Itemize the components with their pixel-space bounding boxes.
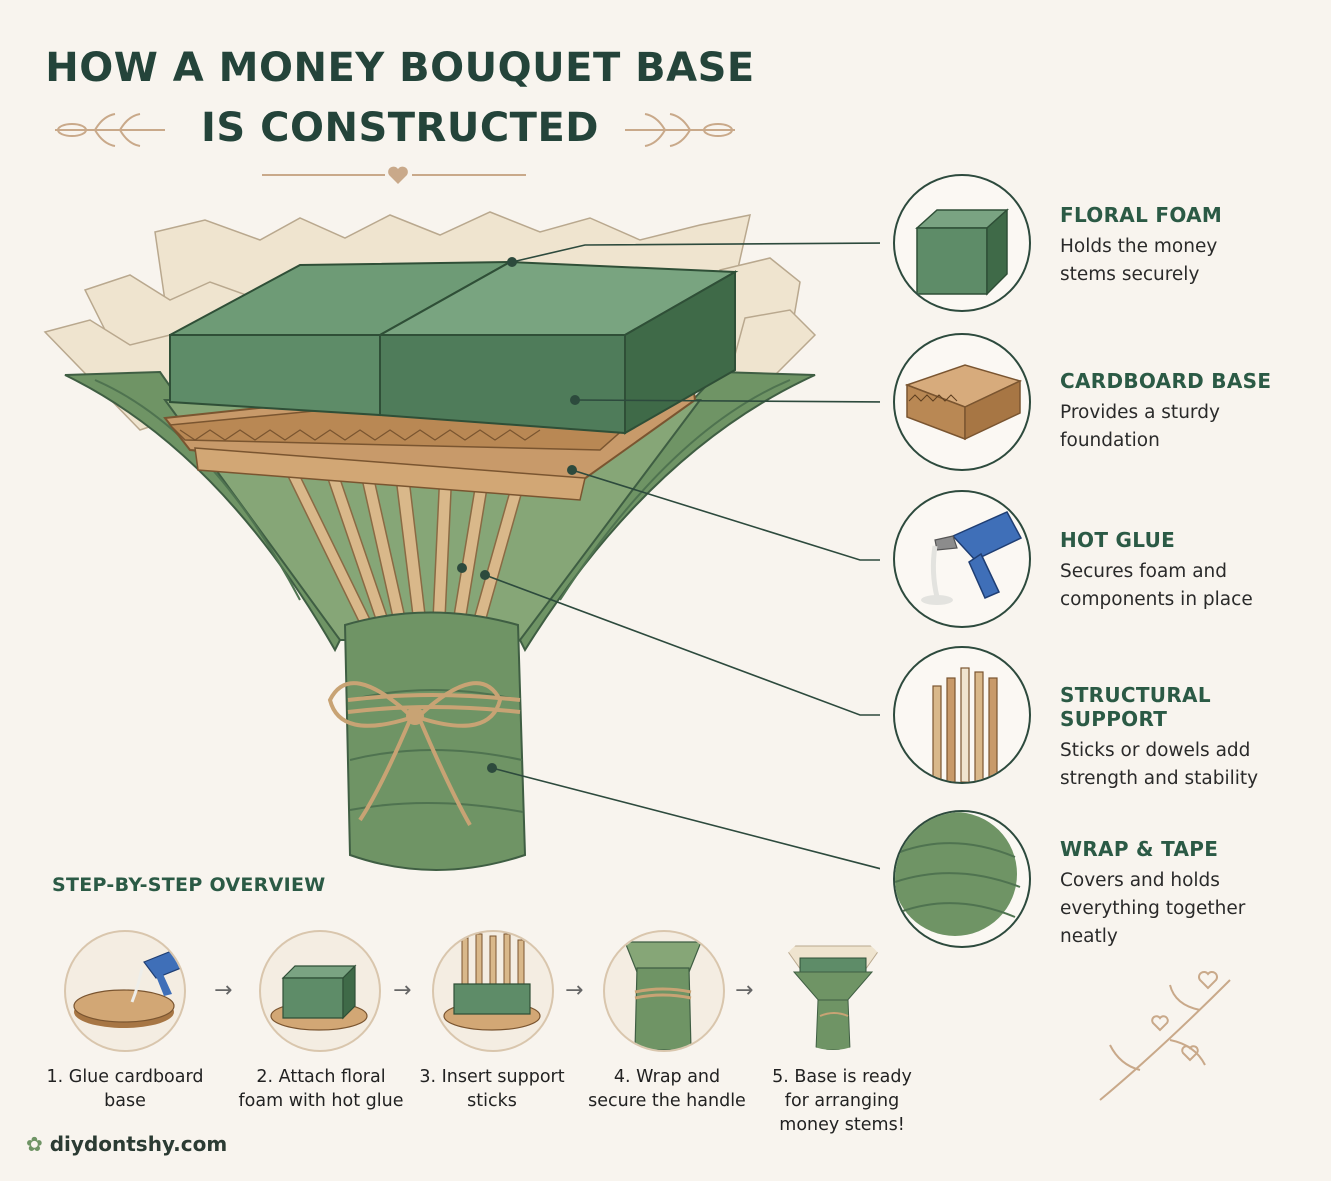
callout-description: Holds the money stems securely: [1060, 236, 1218, 285]
callout-heading: CARDBOARD BASE: [1060, 369, 1272, 393]
wrap-tape-circle: [893, 810, 1031, 948]
leaf-icon: ✿: [26, 1132, 43, 1156]
finished-base-icon: [783, 945, 883, 1050]
step-arrow-4: →: [735, 978, 754, 1003]
step-3-image: [432, 930, 554, 1052]
glue-gun-icon: [921, 511, 1023, 605]
callout-leader-lines: [484, 242, 880, 870]
bouquet-illustration: [43, 211, 880, 871]
cardboard-base-circle: [893, 333, 1031, 471]
floral-foam-blocks: [169, 260, 739, 435]
hot-glue-circle: [893, 490, 1031, 628]
wrap-handle-icon: [624, 941, 702, 1050]
steps-title: STEP-BY-STEP OVERVIEW: [52, 874, 326, 896]
site-url[interactable]: diydontshy.com: [49, 1132, 228, 1156]
structural-support-circle: [893, 646, 1031, 784]
callout-structural-support: STRUCTURAL SUPPORT Sticks or dowels add …: [1060, 683, 1320, 793]
title-line-1: HOW A MONEY BOUQUET BASE: [45, 45, 755, 91]
callout-heading: WRAP & TAPE: [1060, 837, 1219, 861]
step-arrow-1: →: [214, 978, 233, 1003]
callout-hot-glue: HOT GLUE Secures foam and components in …: [1060, 528, 1320, 614]
title-line-2: IS CONSTRUCTED: [201, 105, 599, 151]
foam-block-icon: [915, 208, 1009, 296]
step-1-image: [64, 930, 186, 1052]
step-3-label: 3. Insert support sticks: [419, 1067, 565, 1111]
step-arrow-2: →: [393, 978, 412, 1003]
step-5-image: [772, 930, 894, 1052]
callout-cardboard-base: CARDBOARD BASE Provides a sturdy foundat…: [1060, 369, 1320, 455]
callout-description: Provides a sturdy foundation: [1060, 402, 1220, 451]
step-2-image: [259, 930, 381, 1052]
callout-heading: STRUCTURAL SUPPORT: [1060, 683, 1211, 731]
floral-sprig-decoration: [1099, 971, 1231, 1101]
attach-foam-icon: [270, 964, 368, 1031]
callout-heading: FLORAL FOAM: [1060, 203, 1223, 227]
right-sprig-icon: [625, 113, 735, 147]
footer-brand: ✿ diydontshy.com: [26, 1132, 227, 1156]
callout-heading: HOT GLUE: [1060, 528, 1176, 552]
wrap-icon: [895, 812, 1021, 936]
twine-bow: [327, 681, 521, 826]
title-decoration: [55, 113, 735, 184]
callout-wrap-tape: WRAP & TAPE Covers and holds everything …: [1060, 837, 1320, 951]
dowels-icon: [932, 667, 998, 782]
step-4-label: 4. Wrap and secure the handle: [588, 1067, 746, 1111]
callout-description: Sticks or dowels add strength and stabil…: [1060, 740, 1259, 789]
heart-divider-icon: [262, 166, 526, 184]
leader-dots: [457, 257, 580, 773]
callout-floral-foam: FLORAL FOAM Holds the money stems secure…: [1060, 203, 1320, 289]
callout-description: Secures foam and components in place: [1060, 561, 1253, 610]
page-title: HOW A MONEY BOUQUET BASE IS CONSTRUCTED: [40, 38, 760, 158]
step-arrow-3: →: [565, 978, 584, 1003]
floral-foam-circle: [893, 174, 1031, 312]
cardboard-icon: [904, 364, 1023, 441]
wrapped-handle: [343, 611, 527, 871]
step-5-label: 5. Base is ready for arranging money ste…: [772, 1067, 912, 1135]
insert-sticks-icon: [443, 933, 541, 1031]
glue-cardboard-icon: [73, 945, 184, 1028]
callout-description: Covers and holds everything together nea…: [1060, 870, 1246, 947]
step-4-image: [603, 930, 725, 1052]
step-2-label: 2. Attach floral foam with hot glue: [238, 1067, 404, 1111]
step-1-label: 1. Glue cardboard base: [46, 1067, 204, 1111]
left-sprig-icon: [55, 113, 165, 147]
